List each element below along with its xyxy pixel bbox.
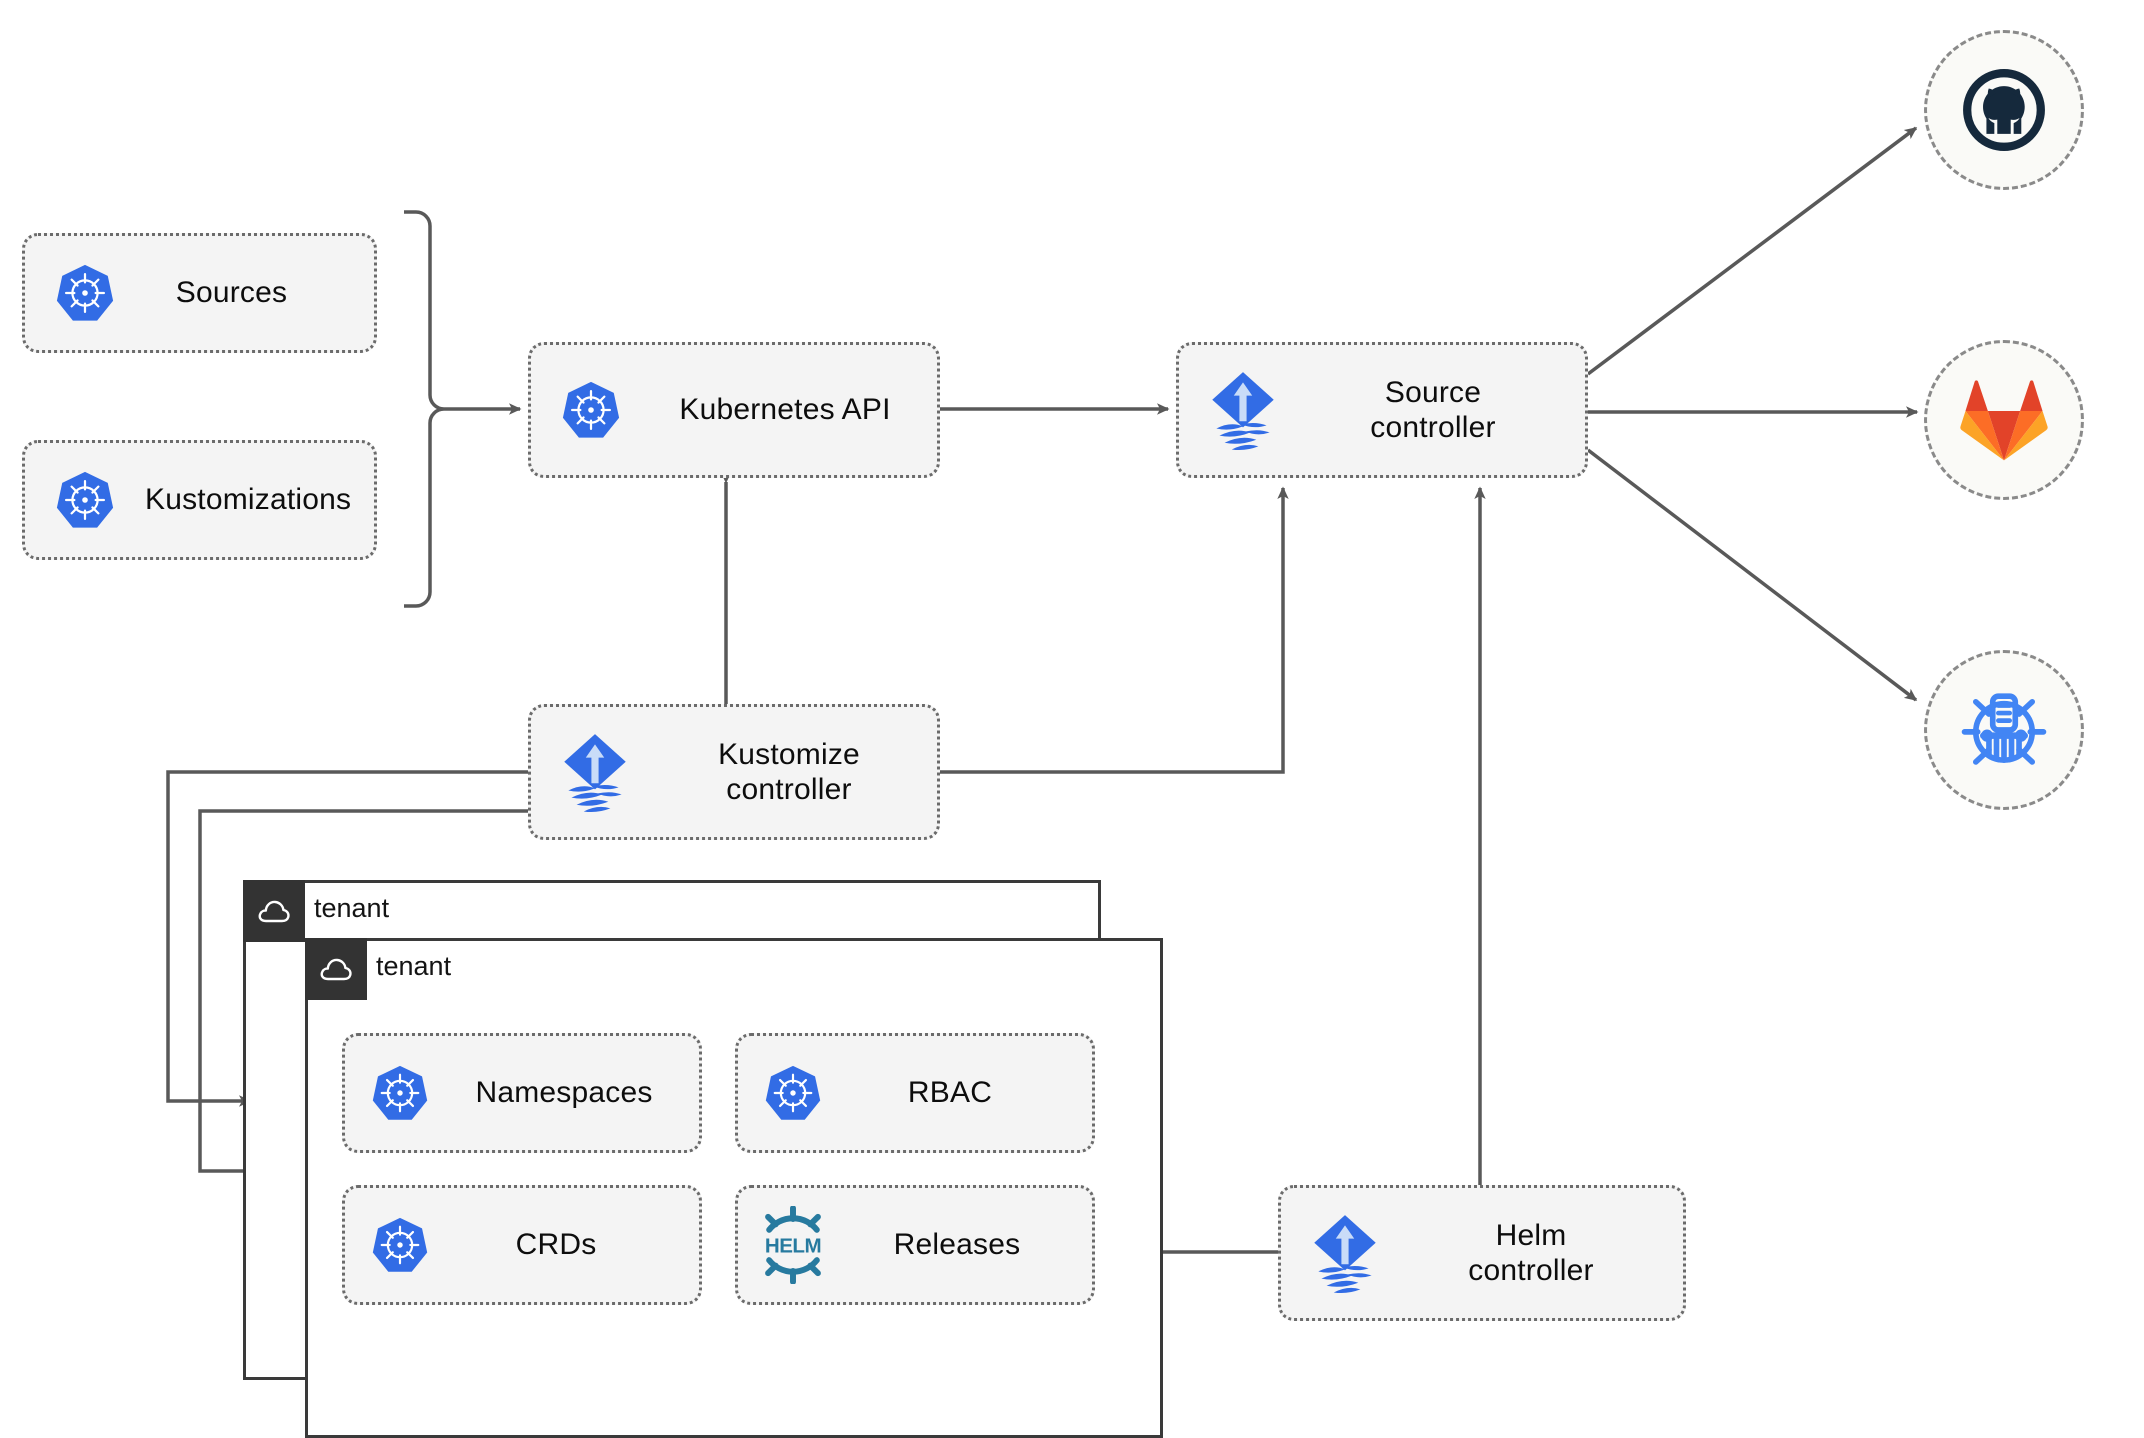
helm-repository-icon xyxy=(1961,693,2047,765)
node-namespaces[interactable]: Namespaces xyxy=(342,1033,702,1153)
node-rbac[interactable]: RBAC xyxy=(735,1033,1095,1153)
provider-github[interactable] xyxy=(1924,30,2084,190)
node-label: Kubernetes API xyxy=(679,393,891,427)
diagram-canvas: tenant tenant Sources xyxy=(22,30,2084,1438)
flux-icon xyxy=(531,730,659,814)
node-label: Sources xyxy=(175,276,288,310)
node-label: Releases xyxy=(893,1228,1021,1262)
gitlab-icon xyxy=(1960,380,2048,461)
svg-text:HELM: HELM xyxy=(765,1235,821,1258)
provider-helm-repository[interactable] xyxy=(1924,650,2084,810)
flux-icon xyxy=(1179,368,1307,452)
node-label: Helm controller xyxy=(1468,1218,1594,1287)
node-crds[interactable]: CRDs xyxy=(342,1185,702,1305)
node-kustomizations[interactable]: Kustomizations xyxy=(22,440,377,560)
node-label: Namespaces xyxy=(475,1076,653,1110)
kubernetes-icon xyxy=(345,1215,455,1275)
helm-icon: HELM xyxy=(738,1206,848,1284)
node-label: Source controller xyxy=(1370,375,1496,444)
github-icon xyxy=(1963,69,2045,151)
cloud-icon xyxy=(243,880,305,942)
kubernetes-icon xyxy=(345,1063,455,1123)
kubernetes-icon xyxy=(531,379,651,441)
node-releases[interactable]: HELM Releases xyxy=(735,1185,1095,1305)
provider-gitlab[interactable] xyxy=(1924,340,2084,500)
node-label: RBAC xyxy=(907,1076,993,1110)
tenant-label: tenant xyxy=(314,893,390,923)
flux-icon xyxy=(1281,1211,1409,1295)
node-helm-controller[interactable]: Helm controller xyxy=(1278,1185,1686,1321)
tenant-label: tenant xyxy=(376,951,452,981)
kubernetes-icon xyxy=(25,262,145,324)
node-kubernetes-api[interactable]: Kubernetes API xyxy=(528,342,940,478)
cloud-icon xyxy=(305,938,367,1000)
node-kustomize-controller[interactable]: Kustomize controller xyxy=(528,704,940,840)
node-label: Kustomize controller xyxy=(718,737,860,806)
kubernetes-icon xyxy=(25,469,145,531)
kubernetes-icon xyxy=(738,1063,848,1123)
node-label: Kustomizations xyxy=(145,483,352,517)
node-sources[interactable]: Sources xyxy=(22,233,377,353)
node-source-controller[interactable]: Source controller xyxy=(1176,342,1588,478)
node-label: CRDs xyxy=(515,1228,597,1262)
